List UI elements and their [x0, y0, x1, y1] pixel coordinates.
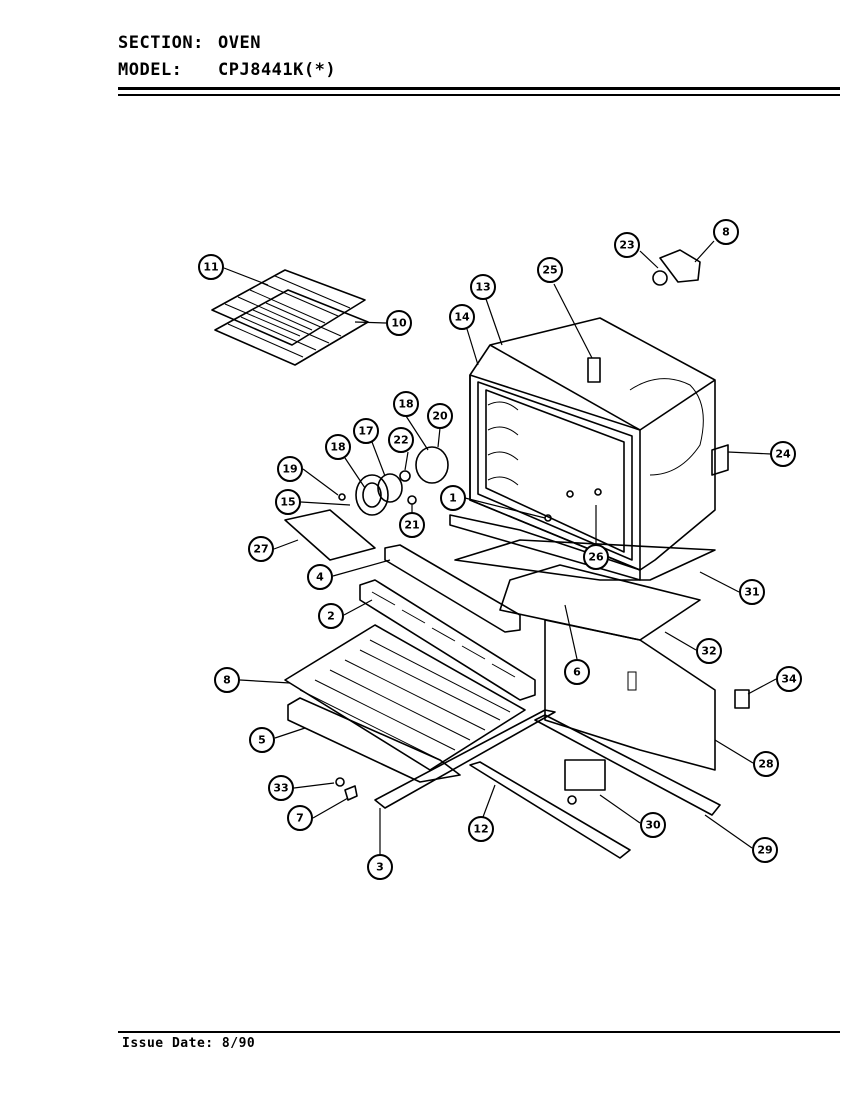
svg-text:34: 34: [781, 673, 797, 686]
callout-13: 13: [470, 274, 496, 300]
svg-text:21: 21: [404, 519, 419, 532]
model-value: CPJ8441K(*): [218, 60, 337, 80]
callout-33: 33: [268, 775, 294, 801]
issue-date-label: Issue Date:: [122, 1036, 214, 1051]
callout-24: 24: [770, 441, 796, 467]
model-label: MODEL:: [118, 60, 183, 80]
callout-18-left: 18: [325, 434, 351, 460]
section-value: OVEN: [218, 33, 261, 53]
callout-8-bottom: 8: [214, 667, 240, 693]
callout-21: 21: [399, 512, 425, 538]
callout-17: 17: [353, 418, 379, 444]
svg-text:31: 31: [744, 586, 759, 599]
svg-text:27: 27: [253, 543, 268, 556]
small-hardware: [335, 249, 750, 805]
callout-25: 25: [537, 257, 563, 283]
callout-10: 10: [386, 310, 412, 336]
leader-lines: [223, 240, 777, 854]
callout-27: 27: [248, 536, 274, 562]
panel-27: [284, 509, 376, 561]
callout-11: 11: [198, 254, 224, 280]
svg-text:2: 2: [327, 610, 335, 623]
callout-26: 26: [583, 544, 609, 570]
svg-text:18: 18: [398, 398, 413, 411]
svg-text:18: 18: [330, 441, 345, 454]
svg-text:28: 28: [758, 758, 773, 771]
svg-text:6: 6: [573, 666, 581, 679]
bottom-plates: [449, 514, 716, 641]
callout-19: 19: [277, 456, 303, 482]
svg-text:5: 5: [258, 734, 266, 747]
bottom-pan: [287, 697, 461, 783]
svg-text:22: 22: [393, 434, 408, 447]
model-line: MODEL: CPJ8441K(*): [118, 60, 336, 80]
callout-14: 14: [449, 304, 475, 330]
svg-text:15: 15: [280, 496, 295, 509]
callout-31: 31: [739, 579, 765, 605]
section-label: SECTION:: [118, 33, 204, 53]
svg-text:24: 24: [775, 448, 791, 461]
svg-text:26: 26: [588, 551, 604, 564]
svg-text:29: 29: [757, 844, 772, 857]
svg-text:13: 13: [475, 281, 490, 294]
svg-text:14: 14: [454, 311, 470, 324]
callout-12: 12: [468, 816, 494, 842]
svg-text:19: 19: [282, 463, 297, 476]
svg-text:30: 30: [645, 819, 661, 832]
callout-23: 23: [614, 232, 640, 258]
svg-text:10: 10: [391, 317, 407, 330]
callout-5: 5: [249, 727, 275, 753]
svg-text:8: 8: [722, 226, 730, 239]
svg-text:32: 32: [701, 645, 716, 658]
upper-oven-racks: [211, 269, 369, 366]
oven-cavity: [469, 317, 716, 571]
callout-20: 20: [427, 403, 453, 429]
callout-34: 34: [776, 666, 802, 692]
callout-2: 2: [318, 603, 344, 629]
callout-1: 1: [440, 485, 466, 511]
callout-7: 7: [287, 805, 313, 831]
callout-8-top: 8: [713, 219, 739, 245]
svg-text:4: 4: [316, 571, 324, 584]
callout-numbers: 11 10 13 14 25 23 8 24 19 15 18 17 18 20…: [198, 219, 802, 880]
svg-text:1: 1: [449, 492, 457, 505]
callout-6: 6: [564, 659, 590, 685]
back-panel: [544, 619, 716, 771]
header-rule-thin: [118, 94, 840, 96]
callout-22: 22: [388, 427, 414, 453]
svg-text:12: 12: [473, 823, 488, 836]
svg-text:25: 25: [542, 264, 557, 277]
callout-3: 3: [367, 854, 393, 880]
callout-15: 15: [275, 489, 301, 515]
callout-32: 32: [696, 638, 722, 664]
svg-text:23: 23: [619, 239, 634, 252]
side-rails: [374, 709, 721, 859]
callout-29: 29: [752, 837, 778, 863]
callout-30: 30: [640, 812, 666, 838]
svg-text:33: 33: [273, 782, 288, 795]
svg-text:7: 7: [296, 812, 304, 825]
callout-4: 4: [307, 564, 333, 590]
issue-date-value: 8/90: [221, 1036, 256, 1051]
front-frame: [359, 544, 536, 701]
callout-28: 28: [753, 751, 779, 777]
svg-text:17: 17: [358, 425, 373, 438]
bake-element: [284, 624, 526, 771]
header-rule-thick: [118, 87, 840, 90]
issue-date: Issue Date: 8/90: [122, 1036, 255, 1051]
broil-element-parts: [338, 446, 449, 516]
svg-text:3: 3: [376, 861, 384, 874]
section-line: SECTION: OVEN: [118, 33, 261, 53]
callout-18-right: 18: [393, 391, 419, 417]
svg-text:20: 20: [432, 410, 448, 423]
footer-rule: [118, 1031, 840, 1033]
svg-text:11: 11: [203, 261, 218, 274]
svg-text:8: 8: [223, 674, 231, 687]
